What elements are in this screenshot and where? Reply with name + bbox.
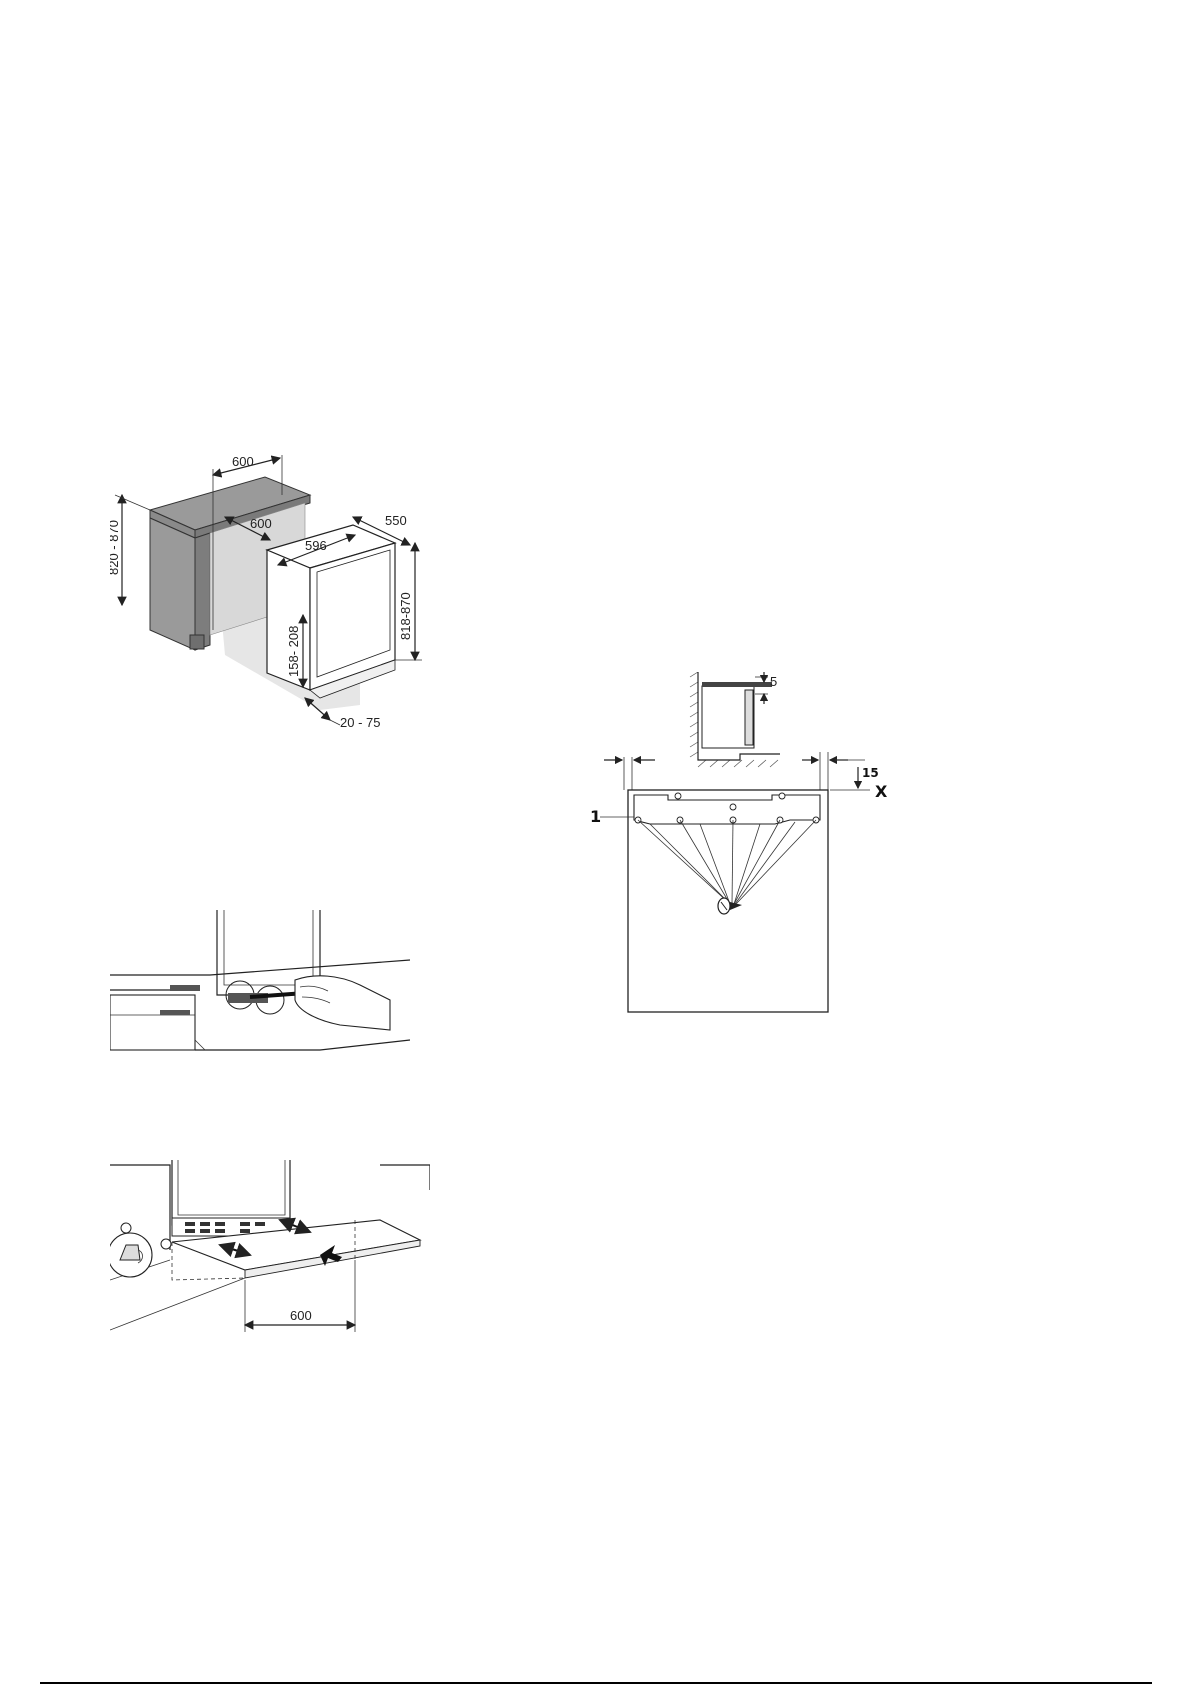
dim-plinth-offset: 20 - 75 — [340, 715, 380, 730]
dim-plinth-height: 158- 208 — [286, 626, 301, 677]
bracket-label: 1 — [590, 807, 601, 826]
dim-appliance-height: 818-870 — [398, 592, 413, 640]
reference-mark-x: X — [875, 782, 888, 801]
dim-appliance-width: 596 — [305, 538, 327, 553]
footer-rule — [40, 1682, 1152, 1684]
mounting-template-diagram: 5 15 X 1 — [590, 672, 900, 1017]
dim-edge-offset: 15 — [862, 766, 879, 780]
dim-top-gap: 5 — [770, 674, 777, 689]
cabinet-side-panel — [150, 518, 195, 650]
dim-counter-width: 600 — [232, 455, 254, 469]
dim-niche-depth: 600 — [250, 516, 272, 531]
foot-adjustment-diagram — [110, 905, 420, 1055]
dim-plinth-width: 600 — [290, 1308, 312, 1323]
dim-appliance-depth: 550 — [385, 513, 407, 528]
niche-dimension-diagram: 600 600 550 596 820 - 870 818-870 158- 2… — [110, 455, 460, 795]
dim-niche-height: 820 - 870 — [110, 520, 121, 575]
plinth-fitting-diagram: 600 — [110, 1160, 430, 1340]
